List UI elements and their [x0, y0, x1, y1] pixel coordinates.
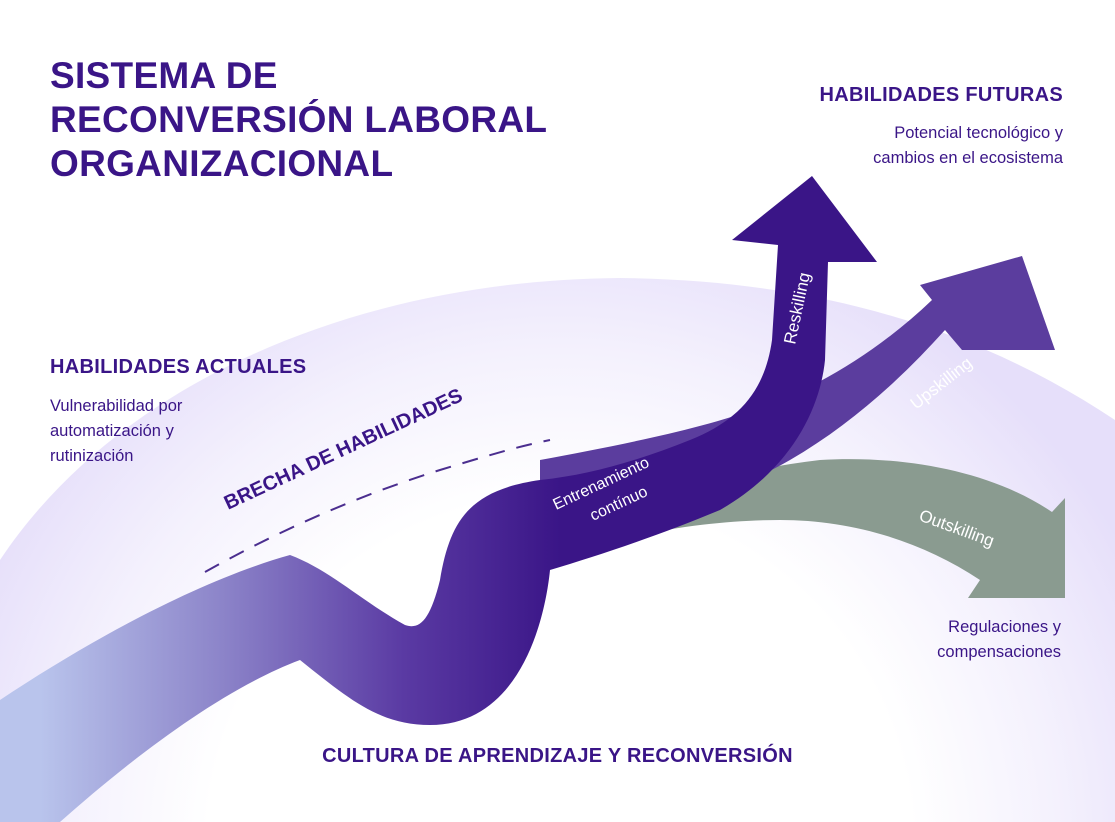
- current-desc-line-1: Vulnerabilidad por: [50, 397, 183, 415]
- future-desc-line-2: cambios en el ecosistema: [873, 149, 1063, 167]
- future-desc-line-1: Potencial tecnológico y: [894, 124, 1063, 142]
- title-line-2: RECONVERSIÓN LABORAL: [50, 99, 548, 140]
- current-desc-line-2: automatización y: [50, 422, 174, 440]
- skills-gap-dashed-line: [204, 439, 551, 573]
- learning-culture-caption: CULTURA DE APRENDIZAJE Y RECONVERSIÓN: [322, 745, 793, 767]
- current-skills-description: Vulnerabilidad por automatización y ruti…: [50, 394, 182, 469]
- regulations-line-1: Regulaciones y: [948, 618, 1061, 636]
- future-skills-description: Potencial tecnológico y cambios en el ec…: [873, 121, 1063, 171]
- current-desc-line-3: rutinización: [50, 447, 134, 465]
- title-line-3: ORGANIZACIONAL: [50, 143, 394, 184]
- regulations-line-2: compensaciones: [937, 643, 1061, 661]
- current-skills-heading: HABILIDADES ACTUALES: [50, 356, 307, 378]
- regulations-description: Regulaciones y compensaciones: [937, 615, 1061, 665]
- page-title: SISTEMA DE RECONVERSIÓN LABORAL ORGANIZA…: [50, 54, 547, 186]
- title-line-1: SISTEMA DE: [50, 55, 278, 96]
- future-skills-heading: HABILIDADES FUTURAS: [819, 84, 1063, 106]
- skills-stream: [0, 176, 877, 822]
